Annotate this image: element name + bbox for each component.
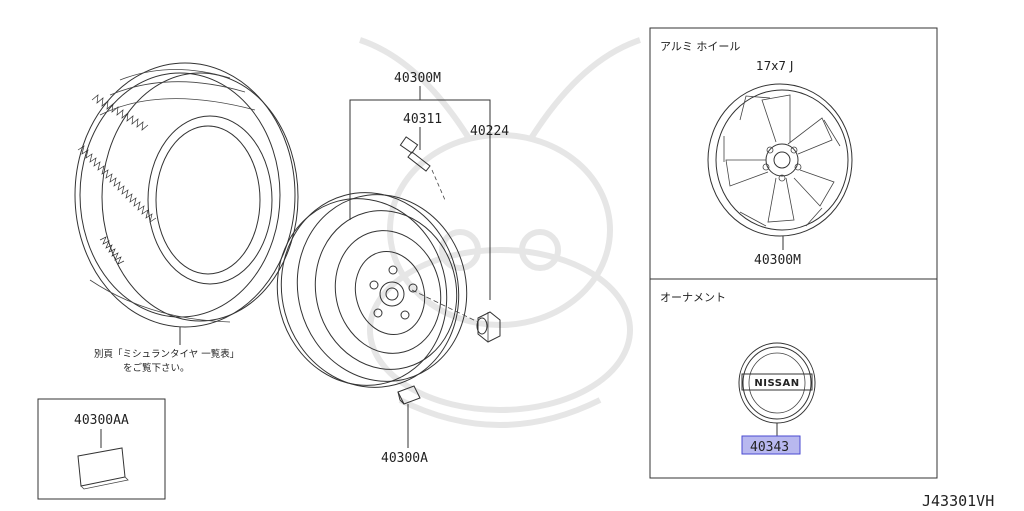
label-40300AA: 40300AA [74, 413, 129, 428]
valve-stem-icon [399, 136, 446, 201]
badge-text: NISSAN [754, 378, 799, 389]
label-40300M-assembly: 40300M [394, 71, 441, 86]
lug-nut-icon [476, 311, 501, 343]
diagram-code: J43301VH [922, 492, 994, 510]
nissan-center-cap-icon: NISSAN [738, 342, 816, 424]
alloy-wheel-size: 17x7 J [756, 59, 793, 73]
label-40224: 40224 [470, 124, 509, 139]
options-panel [649, 27, 938, 479]
label-alloy-40300M: 40300M [754, 253, 801, 268]
highlight-40343[interactable] [741, 435, 801, 455]
alloy-wheel-title: アルミ ホイール [660, 40, 740, 53]
watermark-emblem [359, 37, 641, 428]
tire-note-line1: 別頁「ミシュランタイヤ 一覧表」 [94, 348, 239, 360]
label-40343[interactable]: 40343 [750, 440, 789, 455]
box-40300AA [37, 398, 166, 500]
alloy-wheel-illustration [707, 83, 853, 237]
label-40300A: 40300A [381, 451, 428, 466]
tire-note-line2: をご覧下さい。 [123, 362, 190, 374]
label-40311: 40311 [403, 112, 442, 127]
steel-wheel-illustration [276, 192, 468, 388]
ornament-title: オーナメント [660, 291, 726, 304]
repair-kit-icon [77, 447, 129, 490]
tire-illustration [74, 62, 299, 328]
balance-weight-icon [397, 385, 421, 405]
